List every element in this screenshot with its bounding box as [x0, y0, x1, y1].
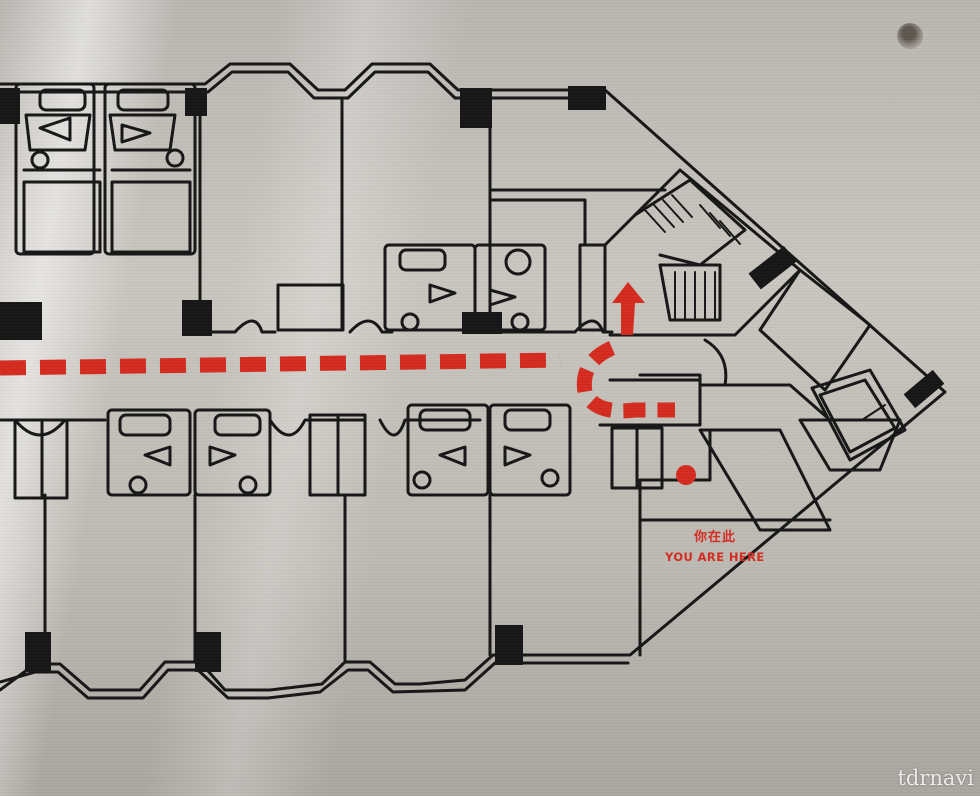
structural-columns — [0, 86, 945, 672]
south-outer-wall-inner — [0, 661, 630, 700]
evacuation-route — [0, 341, 675, 419]
bath-units-south — [13, 403, 664, 500]
north-outer-wall-inner — [0, 70, 602, 100]
red-dot-icon — [676, 465, 696, 485]
bath-units-north — [14, 82, 197, 256]
arrow-up-icon — [612, 282, 645, 335]
screw-icon — [897, 23, 923, 49]
you-are-here-label-en: YOU ARE HERE — [665, 550, 765, 564]
bath-units-mid-north — [276, 243, 607, 332]
watermark: tdrnavi — [897, 766, 974, 790]
you-are-here-label-cn: 你在此 — [694, 530, 737, 545]
north-outer-wall — [0, 62, 947, 692]
south-corridor-wall — [0, 418, 642, 437]
